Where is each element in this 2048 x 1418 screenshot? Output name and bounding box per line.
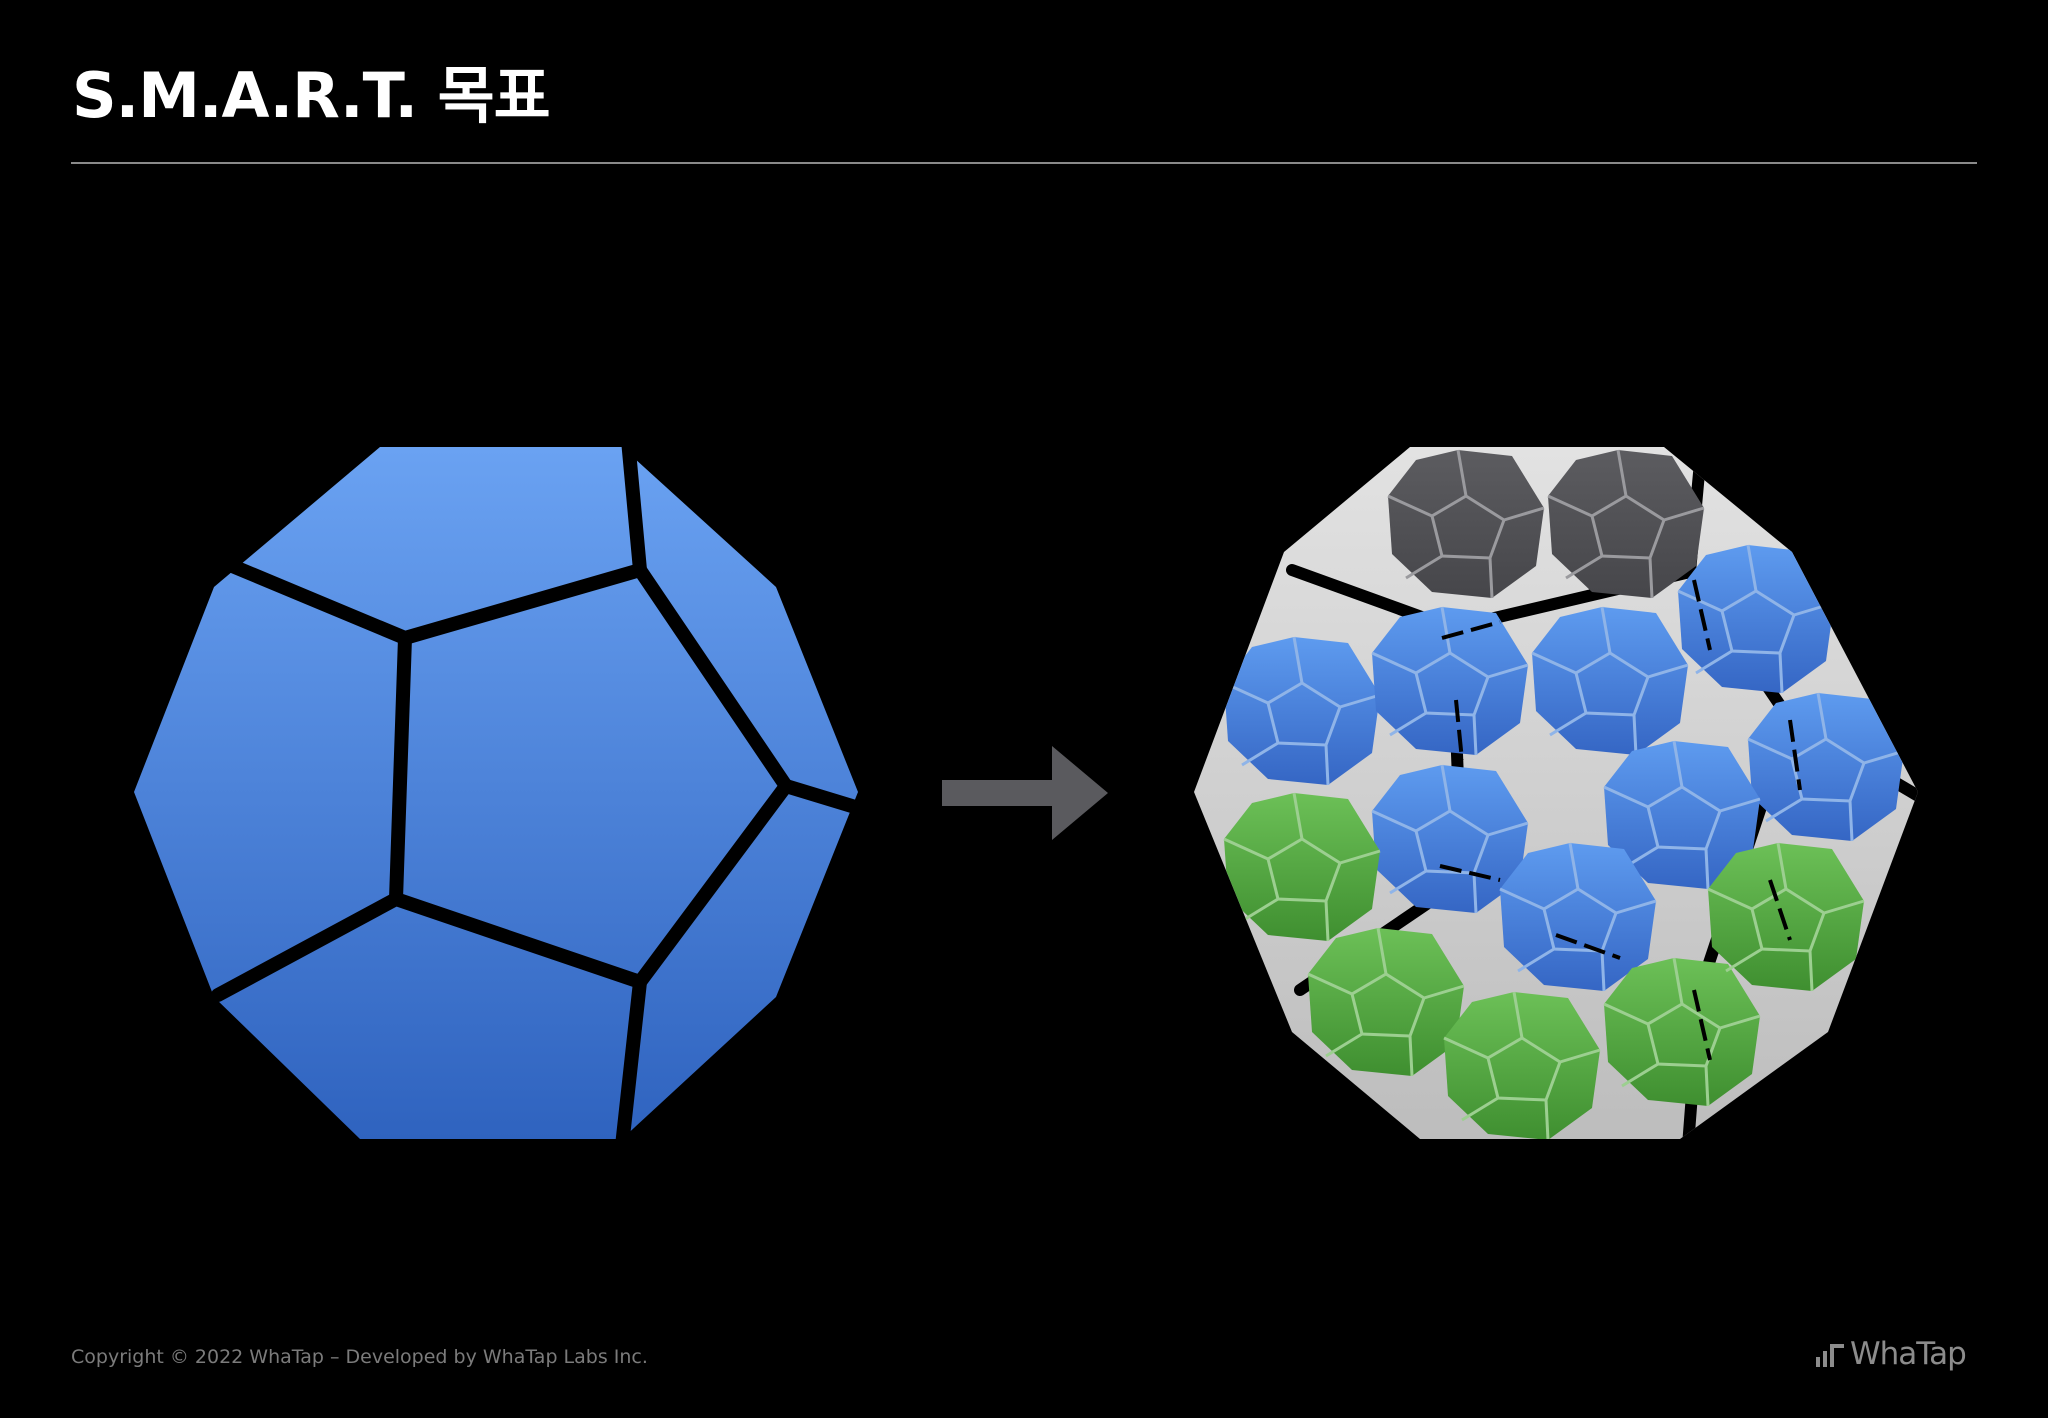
- dodecahedron-icon: [134, 433, 872, 1153]
- right-arrow-icon: [942, 746, 1108, 840]
- whatap-logo-text: WhaTap: [1850, 1336, 1967, 1372]
- dodecahedron-cluster-icon: [1194, 447, 1918, 1139]
- whatap-logo: WhaTap: [1814, 1334, 1967, 1374]
- title-divider: [71, 162, 1977, 164]
- footer-copyright: Copyright © 2022 WhaTap – Developed by W…: [71, 1346, 648, 1368]
- slide-title: S.M.A.R.T. 목표: [72, 59, 551, 132]
- whatap-logo-icon: [1816, 1344, 1844, 1367]
